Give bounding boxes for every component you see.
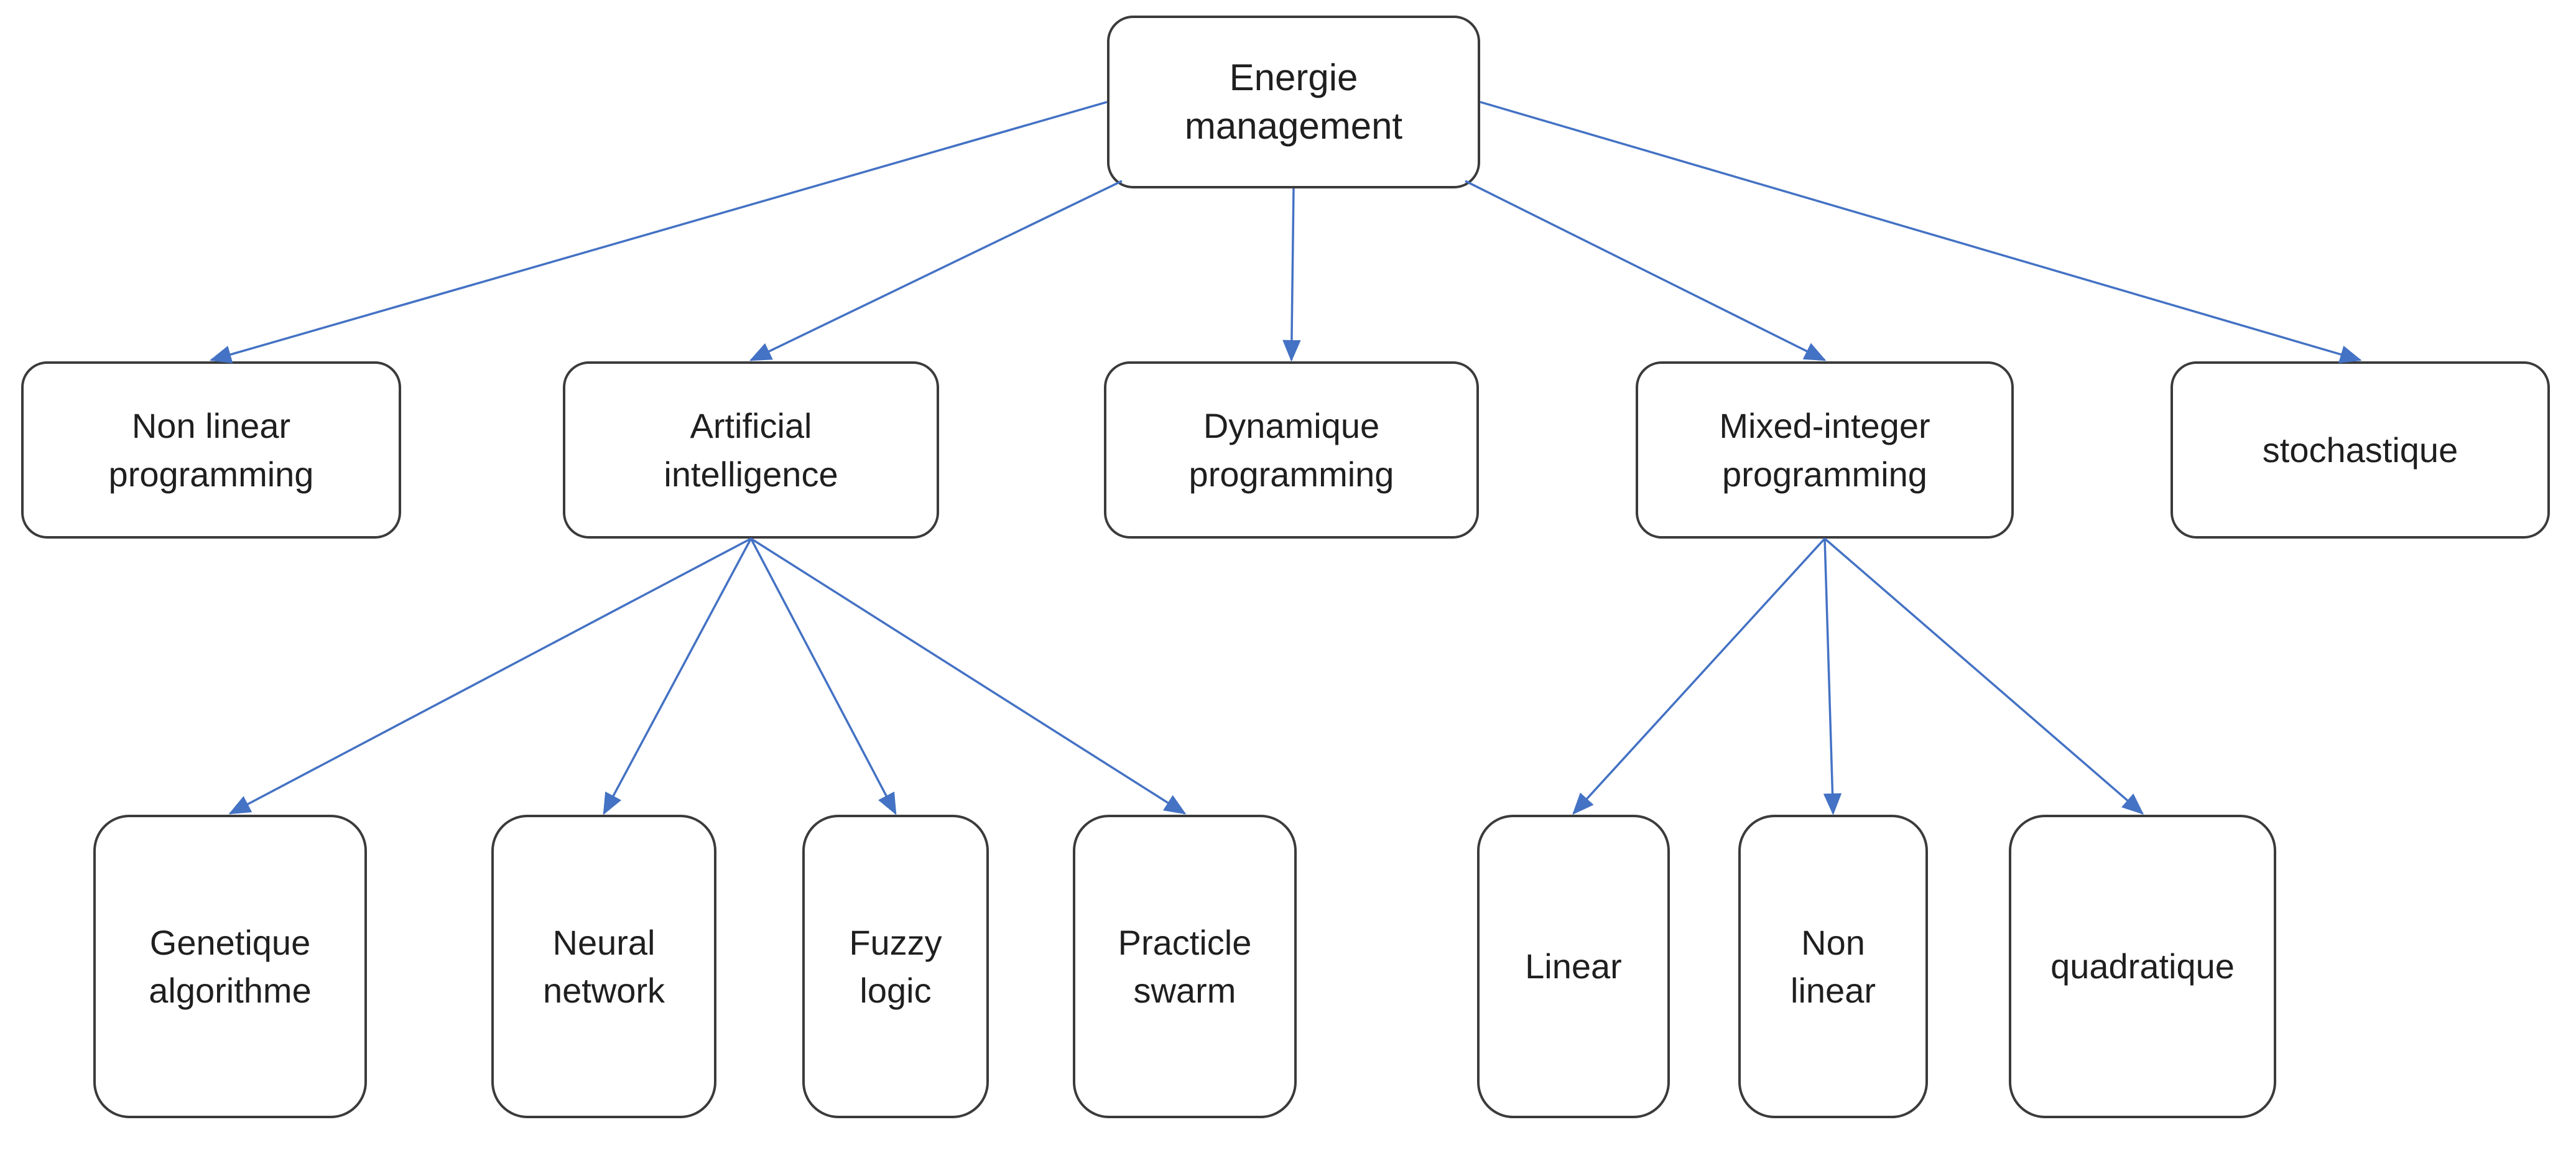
- node-energie-management: Energie management: [1107, 16, 1480, 188]
- node-label: Dynamique programming: [1188, 406, 1394, 494]
- node-label: Linear: [1525, 947, 1622, 986]
- edge-root-sto: [1480, 101, 2362, 364]
- node-label: Mixed-integer programming: [1719, 406, 1930, 494]
- node-fuzzy-logic: Fuzzy logic: [802, 815, 989, 1118]
- node-artificial-intelligence: Artificial intelligence: [563, 361, 939, 539]
- node-label: Genetique algorithme: [149, 922, 312, 1010]
- node-neural-network: Neural network: [491, 815, 716, 1118]
- edge-ai-neu: [603, 538, 753, 815]
- edge-root-ai: [749, 180, 1123, 361]
- node-label: Neural network: [542, 922, 665, 1010]
- node-stochastique: stochastique: [2171, 361, 2550, 539]
- node-quadratique: quadratique: [2009, 815, 2276, 1118]
- node-linear: Linear: [1477, 815, 1670, 1118]
- edge-ai-psw: [750, 537, 1187, 815]
- node-label: Practicle swarm: [1118, 922, 1252, 1010]
- node-label: Non linear programming: [108, 406, 314, 494]
- node-genetique-algorithme: Genetique algorithme: [93, 815, 367, 1118]
- node-dynamique-programming: Dynamique programming: [1104, 361, 1479, 539]
- edge-mip-qua: [1823, 537, 2144, 815]
- edge-ai-fuz: [749, 538, 897, 815]
- node-label: Energie management: [1184, 57, 1403, 147]
- node-label: quadratique: [2050, 947, 2235, 986]
- node-non-linear: Non linear: [1738, 815, 1928, 1118]
- edge-root-mip: [1465, 180, 1827, 361]
- edge-ai-gen: [228, 537, 752, 815]
- edge-mip-lin: [1572, 537, 1826, 815]
- node-non-linear-programming: Non linear programming: [21, 361, 401, 539]
- node-label: Fuzzy logic: [849, 922, 942, 1010]
- edge-root-nlp: [209, 101, 1108, 364]
- node-mixed-integer-programming: Mixed-integer programming: [1636, 361, 2014, 539]
- node-label: stochastique: [2262, 430, 2458, 470]
- node-label: Non linear: [1791, 922, 1876, 1010]
- node-label: Artificial intelligence: [664, 406, 838, 494]
- edge-root-dyn: [1282, 188, 1301, 362]
- node-practicle-swarm: Practicle swarm: [1073, 815, 1297, 1118]
- edge-mip-nl2: [1823, 538, 1842, 815]
